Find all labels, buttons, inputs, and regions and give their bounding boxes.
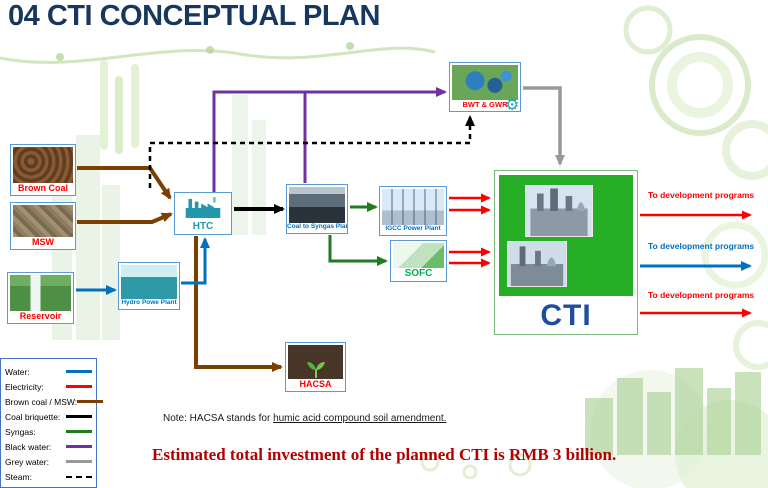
msw-image xyxy=(13,205,73,237)
htc-label: HTC xyxy=(192,220,214,232)
node-sofc: SOFC xyxy=(390,240,447,282)
node-brown-coal: Brown Coal xyxy=(10,144,76,196)
node-reservoir: Reservoir xyxy=(7,272,74,324)
power-plant-graphic xyxy=(508,242,566,286)
power-plant-graphic xyxy=(526,186,592,236)
factory-icon xyxy=(185,196,221,218)
hacsa-label: HACSA xyxy=(299,378,332,389)
htc-factory-icon xyxy=(177,195,229,221)
node-bwt-gwr: BWT & GWR xyxy=(449,62,521,112)
cti-image xyxy=(499,175,633,296)
cti-label: CTI xyxy=(540,299,592,332)
bwt-gwr-label: BWT & GWR xyxy=(462,100,508,110)
node-htc: HTC xyxy=(174,192,232,235)
hydro-plant-label: Hydro Powe Plant xyxy=(121,299,177,307)
hydro-plant-image xyxy=(121,265,177,300)
sprout-icon xyxy=(306,361,325,378)
node-hacsa: HACSA xyxy=(285,342,346,392)
msw-label: MSW xyxy=(32,236,54,247)
page-title: 04 CTI CONCEPTUAL PLAN xyxy=(8,0,380,32)
sofc-label: SOFC xyxy=(404,267,433,279)
node-hydro-power-plant: Hydro Powe Plant xyxy=(118,262,180,310)
node-msw: MSW xyxy=(10,202,76,250)
coal-to-syngas-label: Coal to Syngas Plant xyxy=(287,223,347,231)
node-coal-to-syngas: Coal to Syngas Plant xyxy=(286,184,348,234)
igcc-image xyxy=(382,189,444,226)
sofc-image xyxy=(393,243,444,268)
bwt-gwr-image xyxy=(452,65,518,101)
power-plant-photo-1 xyxy=(525,185,593,237)
coal-to-syngas-image xyxy=(289,187,345,224)
power-plant-photo-2 xyxy=(507,241,567,287)
node-igcc: IGCC Power Plant xyxy=(379,186,447,236)
reservoir-label: Reservoir xyxy=(19,310,62,321)
brown-coal-label: Brown Coal xyxy=(17,182,68,193)
igcc-label: IGCC Power Plant xyxy=(385,225,441,233)
hacsa-image xyxy=(288,345,343,379)
brown-coal-image xyxy=(13,147,73,183)
node-cti: CTI xyxy=(494,170,638,335)
reservoir-image xyxy=(10,275,71,311)
gear-icon: ⚙ xyxy=(505,97,520,114)
